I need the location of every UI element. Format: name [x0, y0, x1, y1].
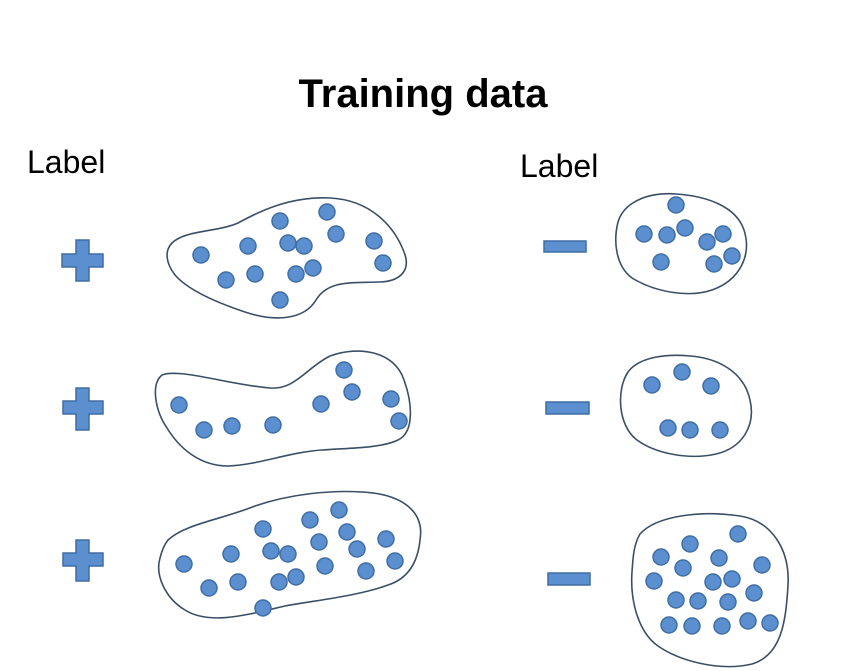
positive-cluster-1 — [166, 197, 407, 319]
data-point — [643, 376, 661, 394]
data-point — [698, 233, 716, 251]
data-point — [714, 225, 732, 243]
data-point — [704, 573, 722, 591]
positive-cluster-2 — [154, 350, 412, 467]
data-point — [271, 212, 289, 230]
data-point — [271, 291, 289, 309]
data-point — [635, 225, 653, 243]
minus-sign-2 — [545, 401, 590, 415]
data-point — [192, 246, 210, 264]
data-point — [348, 540, 366, 558]
data-point — [327, 225, 345, 243]
data-point — [310, 533, 328, 551]
negative-cluster-2 — [619, 354, 753, 458]
data-point — [295, 237, 313, 255]
plus-sign-3 — [62, 539, 104, 582]
data-point — [365, 232, 383, 250]
label-heading-positive: Label — [27, 144, 106, 180]
data-point — [279, 234, 297, 252]
data-point — [316, 557, 334, 575]
data-point — [689, 592, 707, 610]
data-point — [229, 573, 247, 591]
data-point — [312, 395, 330, 413]
data-point — [382, 390, 400, 408]
data-point — [739, 612, 757, 630]
data-point — [719, 593, 737, 611]
data-point — [681, 421, 699, 439]
data-point — [390, 412, 408, 430]
positive-cluster-3-dots — [175, 501, 404, 617]
negative-cluster-3 — [630, 512, 789, 668]
data-point — [659, 419, 677, 437]
diagram-title: Training data — [298, 72, 548, 116]
data-point — [386, 552, 404, 570]
positive-cluster-1-dots — [192, 203, 392, 309]
label-heading-negative: Label — [520, 148, 599, 184]
data-point — [745, 584, 763, 602]
minus-sign-3 — [547, 572, 591, 586]
negative-cluster-2-dots — [643, 363, 729, 439]
plus-sign-2 — [62, 387, 104, 431]
data-point — [222, 545, 240, 563]
data-point — [674, 559, 692, 577]
data-point — [753, 556, 771, 574]
data-point — [330, 501, 348, 519]
data-point — [761, 614, 779, 632]
data-point — [223, 417, 241, 435]
data-point — [652, 253, 670, 271]
data-point — [338, 523, 356, 541]
plus-sign-1 — [61, 239, 104, 282]
data-point — [660, 616, 678, 634]
data-point — [195, 421, 213, 439]
data-point — [287, 568, 305, 586]
negative-cluster-1-dots — [635, 196, 741, 273]
data-point — [343, 383, 361, 401]
data-point — [170, 396, 188, 414]
data-point — [702, 377, 720, 395]
data-point — [239, 237, 257, 255]
data-point — [723, 570, 741, 588]
data-point — [262, 542, 280, 560]
data-point — [645, 572, 663, 590]
data-point — [301, 511, 319, 529]
data-point — [335, 361, 353, 379]
negative-cluster-1 — [615, 192, 748, 295]
data-point — [374, 254, 392, 272]
data-point — [667, 196, 685, 214]
data-point — [681, 535, 699, 553]
positive-cluster-3 — [158, 490, 422, 619]
negative-cluster-3-dots — [645, 525, 779, 635]
data-point — [304, 259, 322, 277]
minus-sign-1 — [543, 240, 587, 253]
data-point — [357, 562, 375, 580]
data-point — [254, 599, 272, 617]
data-point — [667, 591, 685, 609]
data-point — [377, 530, 395, 548]
data-point — [683, 617, 701, 635]
data-point — [246, 265, 264, 283]
data-point — [287, 265, 305, 283]
data-point — [264, 416, 282, 434]
data-point — [729, 525, 747, 543]
data-point — [723, 247, 741, 265]
positive-cluster-2-dots — [170, 361, 408, 439]
data-point — [713, 617, 731, 635]
data-point — [710, 549, 728, 567]
data-point — [270, 573, 288, 591]
data-point — [711, 421, 729, 439]
data-point — [217, 271, 235, 289]
data-point — [279, 545, 297, 563]
data-point — [652, 548, 670, 566]
data-point — [676, 219, 694, 237]
data-point — [175, 555, 193, 573]
data-point — [705, 255, 723, 273]
data-point — [658, 226, 676, 244]
data-point — [318, 203, 336, 221]
data-point — [254, 520, 272, 538]
data-point — [673, 363, 691, 381]
data-point — [200, 579, 218, 597]
